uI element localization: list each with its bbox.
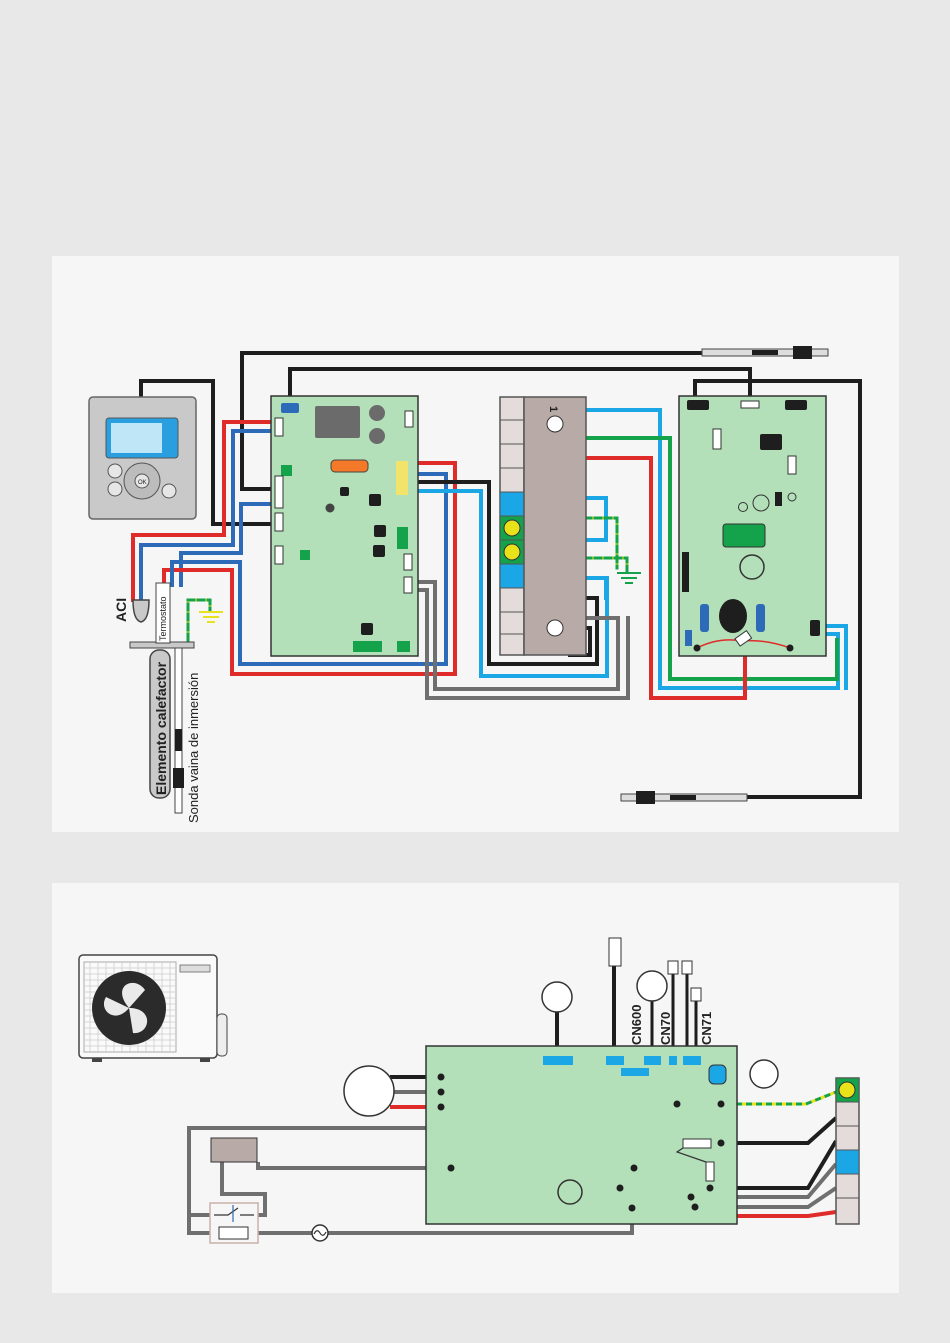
label-ok: OK bbox=[138, 480, 147, 486]
earth-symbol-right bbox=[618, 573, 640, 583]
outdoor-wiring-diagram: CN600 CN70 CN71 bbox=[52, 883, 899, 1293]
outdoor-pcb bbox=[426, 1046, 737, 1224]
indoor-wiring-diagram: ACI Termostato Elemento calefactor Sonda… bbox=[52, 256, 899, 832]
fuse-symbol bbox=[312, 1225, 328, 1241]
immersion-sheath-probe bbox=[173, 648, 184, 813]
four-way-valve bbox=[750, 1060, 778, 1088]
sensor-probe-4 bbox=[691, 988, 701, 1001]
outdoor-unit-icon bbox=[79, 955, 227, 1062]
label-cn71: CN71 bbox=[699, 1012, 714, 1045]
relay-resistor bbox=[210, 1203, 258, 1243]
sensor-probe-1 bbox=[609, 938, 621, 966]
expansion-valve bbox=[637, 971, 667, 1001]
label-termostato: Termostato bbox=[158, 596, 168, 641]
outdoor-interface-pcb bbox=[679, 396, 826, 656]
outdoor-terminal-strip bbox=[836, 1078, 859, 1224]
terminal-block bbox=[500, 397, 586, 655]
compressor-motor bbox=[344, 1066, 394, 1116]
label-elemento-calefactor: Elemento calefactor bbox=[153, 661, 169, 795]
fan-motor bbox=[542, 982, 572, 1012]
sensor-probe-2 bbox=[668, 961, 678, 974]
label-terminal-one: 1 bbox=[547, 406, 559, 412]
top-temperature-probe bbox=[702, 346, 828, 359]
user-controller[interactable] bbox=[89, 397, 196, 519]
label-cn600: CN600 bbox=[629, 1005, 644, 1045]
label-sonda: Sonda vaina de inmersión bbox=[186, 673, 201, 823]
label-cn70: CN70 bbox=[658, 1012, 673, 1045]
outdoor-wiring-panel: CN600 CN70 CN71 bbox=[52, 883, 899, 1293]
bottom-temperature-probe bbox=[621, 791, 747, 804]
indoor-wiring-panel: ACI Termostato Elemento calefactor Sonda… bbox=[52, 256, 899, 832]
main-pcb bbox=[271, 396, 418, 656]
sensor-probe-3 bbox=[682, 961, 692, 974]
reactor bbox=[211, 1138, 257, 1162]
earth-symbol-left bbox=[200, 612, 222, 622]
label-aci: ACI bbox=[113, 598, 129, 622]
